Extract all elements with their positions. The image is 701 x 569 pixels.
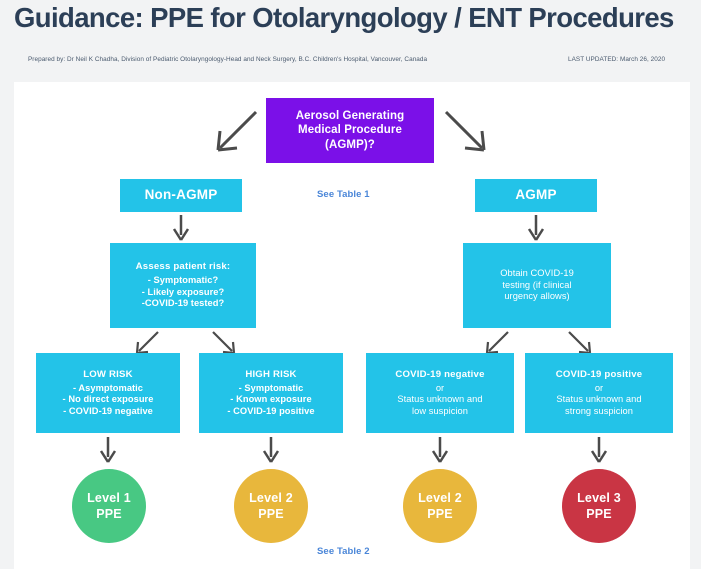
connector-agmp-to-testing: [527, 215, 545, 242]
prepared-by-credit: Prepared by: Dr Neil K Chadha, Division …: [28, 56, 428, 63]
agmp-label: AGMP: [515, 187, 557, 203]
node-outcome-covid-positive: COVID-19 positive or Status unknown and …: [525, 353, 673, 433]
connector-root-to-non-agmp: [212, 110, 260, 154]
node-assess-patient-risk: Assess patient risk: - Symptomatic? - Li…: [110, 243, 256, 328]
assess-item-2: - Likely exposure?: [141, 286, 225, 297]
ppe-level-3-label: Level 3: [577, 490, 621, 505]
connector-low-risk-to-level-1: [99, 437, 117, 464]
ppe-circle-level-3: Level 3 PPE: [562, 469, 636, 543]
outcome-covid-positive-item-2: Status unknown and: [556, 394, 642, 405]
ppe-level-1-label: Level 1: [87, 490, 131, 505]
connector-root-to-agmp: [442, 110, 490, 154]
outcome-covid-positive-item-1: or: [594, 382, 604, 393]
testing-line-1: Obtain COVID-19: [500, 268, 574, 279]
outcome-title-high-risk: HIGH RISK: [245, 368, 297, 380]
outcome-covid-negative-item-2: Status unknown and: [397, 394, 483, 405]
ppe-level-2-covid-negative-label: Level 2: [418, 490, 462, 505]
node-outcome-covid-negative: COVID-19 negative or Status unknown and …: [366, 353, 514, 433]
assess-item-3: -COVID-19 tested?: [141, 298, 225, 309]
outcome-covid-negative-item-3: low suspicion: [412, 405, 468, 416]
testing-line-2: testing (if clinical: [502, 279, 572, 290]
outcome-high-risk-item-1: - Symptomatic: [238, 382, 304, 393]
outcome-low-risk-item-3: - COVID-19 negative: [63, 405, 153, 416]
connector-non-agmp-to-assess: [172, 215, 190, 242]
outcome-low-risk-item-1: - Asymptomatic: [72, 382, 144, 393]
ppe-level-3-suffix: PPE: [586, 507, 612, 521]
non-agmp-label: Non-AGMP: [144, 187, 218, 203]
agmp-question-line-1: Aerosol Generating: [295, 109, 405, 122]
ppe-level-2-covid-negative-suffix: PPE: [427, 507, 453, 521]
assess-title: Assess patient risk:: [135, 261, 231, 273]
ppe-circle-level-1: Level 1 PPE: [72, 469, 146, 543]
node-non-agmp: Non-AGMP: [120, 179, 242, 212]
see-table-1-link[interactable]: See Table 1: [317, 189, 370, 200]
flowchart-canvas: Aerosol Generating Medical Procedure (AG…: [14, 82, 690, 569]
connector-high-risk-to-level-2: [262, 437, 280, 464]
page-header: Guidance: PPE for Otolaryngology / ENT P…: [0, 0, 701, 80]
ppe-level-2-high-risk-suffix: PPE: [258, 507, 284, 521]
node-outcome-low-risk: LOW RISK - Asymptomatic - No direct expo…: [36, 353, 180, 433]
outcome-title-covid-negative: COVID-19 negative: [395, 368, 485, 380]
outcome-low-risk-item-2: - No direct exposure: [62, 394, 154, 405]
see-table-2-link[interactable]: See Table 2: [317, 546, 370, 557]
ppe-level-2-high-risk-label: Level 2: [249, 490, 293, 505]
connector-covid-positive-to-level-3: [590, 437, 608, 464]
last-updated-label: LAST UPDATED: March 26, 2020: [568, 56, 666, 63]
ppe-circle-level-2-high-risk: Level 2 PPE: [234, 469, 308, 543]
ppe-circle-level-2-covid-negative: Level 2 PPE: [403, 469, 477, 543]
node-agmp: AGMP: [475, 179, 597, 212]
agmp-question-line-2: Medical Procedure: [298, 124, 402, 137]
ppe-level-1-suffix: PPE: [96, 507, 122, 521]
node-obtain-covid-testing: Obtain COVID-19 testing (if clinical urg…: [463, 243, 611, 328]
agmp-question-line-3: (AGMP)?: [325, 138, 375, 151]
outcome-high-risk-item-2: - Known exposure: [230, 394, 312, 405]
connector-covid-negative-to-level-2: [431, 437, 449, 464]
outcome-high-risk-item-3: - COVID-19 positive: [227, 405, 315, 416]
node-agmp-question: Aerosol Generating Medical Procedure (AG…: [266, 98, 434, 163]
outcome-title-covid-positive: COVID-19 positive: [555, 368, 643, 380]
page-title: Guidance: PPE for Otolaryngology / ENT P…: [14, 2, 674, 33]
testing-line-3: urgency allows): [504, 291, 570, 302]
outcome-title-low-risk: LOW RISK: [83, 368, 133, 380]
outcome-covid-positive-item-3: strong suspicion: [565, 405, 633, 416]
node-outcome-high-risk: HIGH RISK - Symptomatic - Known exposure…: [199, 353, 343, 433]
outcome-covid-negative-item-1: or: [435, 382, 445, 393]
assess-item-1: - Symptomatic?: [147, 275, 219, 286]
